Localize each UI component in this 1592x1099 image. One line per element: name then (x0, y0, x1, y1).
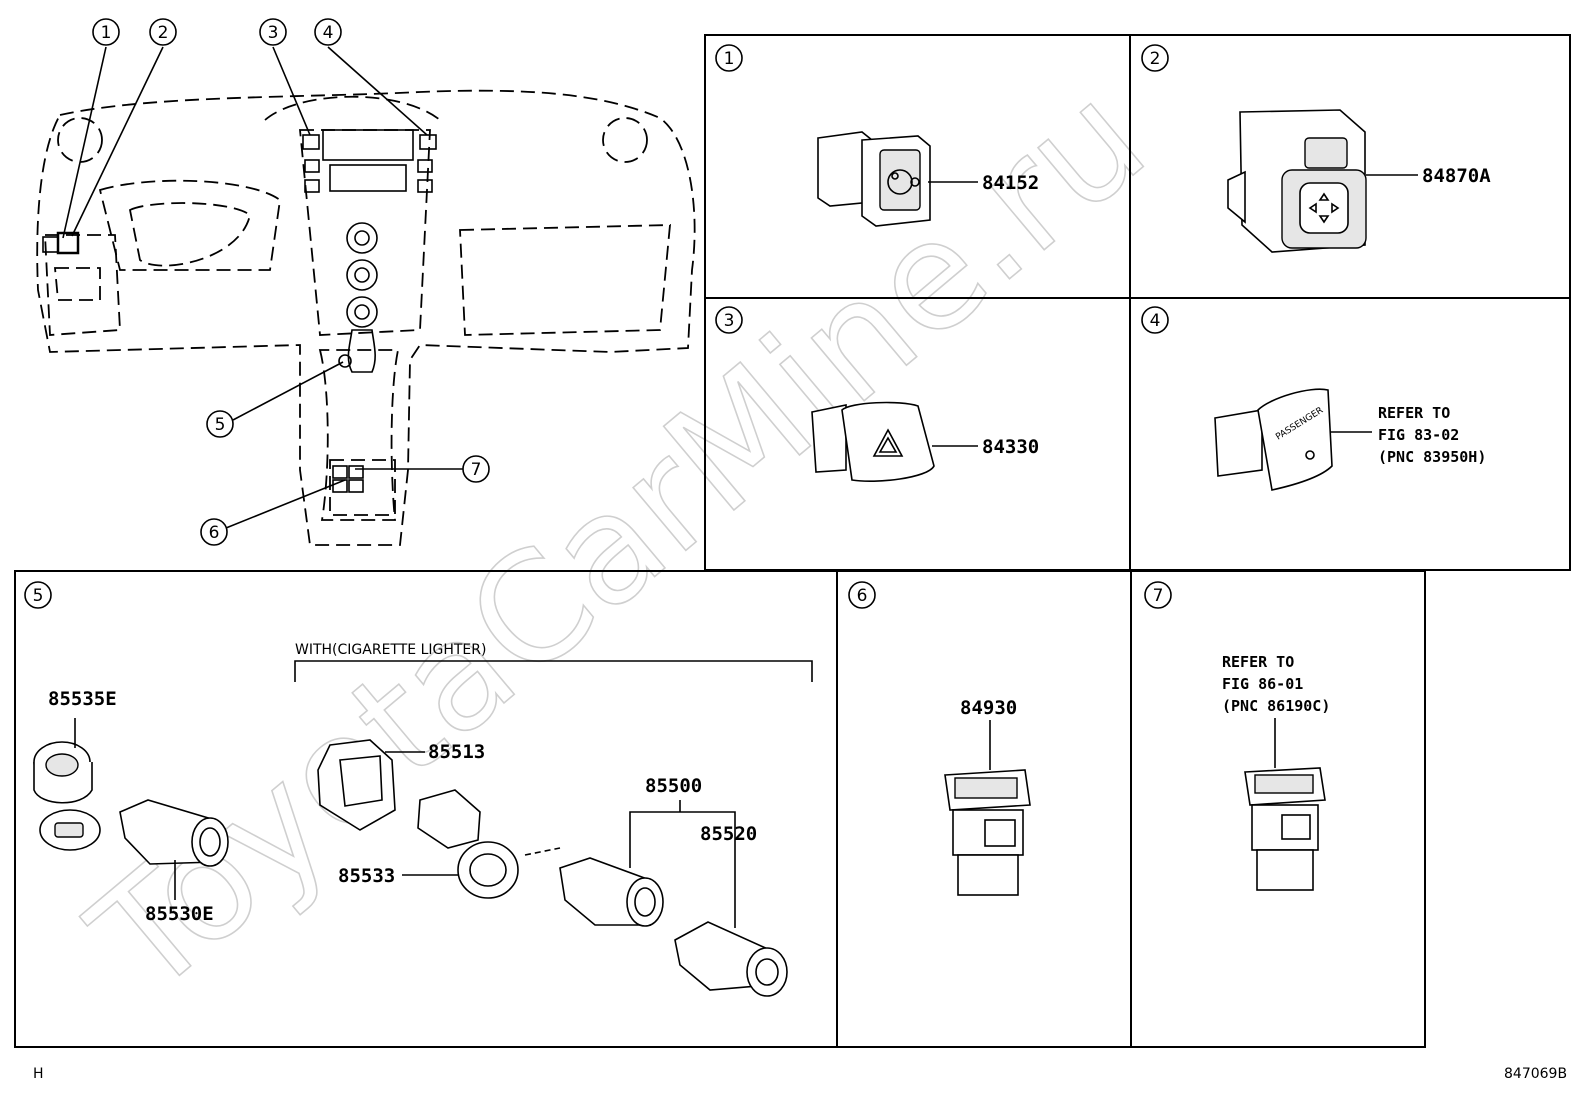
callout-4: 4 (314, 18, 342, 46)
part-number-85513: 85513 (428, 741, 485, 763)
panel-2-number: 2 (1150, 49, 1161, 69)
svg-text:3: 3 (268, 23, 279, 43)
lighter-socket-drawing (559, 857, 664, 927)
part-number-85533: 85533 (338, 865, 395, 887)
panel-6: 6 84930 (848, 581, 1031, 896)
panel-7-number: 7 (1153, 586, 1164, 606)
panel-4-number: 4 (1150, 311, 1161, 331)
panel-4-note-line-3: (PNC 83950H) (1378, 448, 1486, 466)
callout-2: 2 (149, 18, 177, 46)
panel-7-note-line-1: REFER TO (1222, 653, 1294, 671)
part-number-85500: 85500 (645, 775, 702, 797)
dashboard-overview (36, 89, 696, 546)
svg-text:4: 4 (323, 23, 334, 43)
svg-text:2: 2 (158, 23, 169, 43)
panel-6-number: 6 (857, 586, 868, 606)
part-number-85530E: 85530E (145, 903, 214, 925)
push-switch-drawing (944, 769, 1031, 896)
panel-7-note-line-2: FIG 86-01 (1222, 675, 1303, 693)
panel-4: 4 PASSENGER REFER TO FIG 83-02 (PNC 8395… (1141, 306, 1486, 491)
power-outlet-socket-drawing (119, 799, 229, 867)
part-number-84930: 84930 (960, 697, 1017, 719)
panel-3-number: 3 (724, 311, 735, 331)
cigarette-lighter-drawing (674, 921, 788, 997)
panel-1: 1 84152 (715, 44, 1039, 227)
panel-frames (14, 34, 1571, 1048)
with-cigarette-lighter-label: WITH(CIGARETTE LIGHTER) (295, 642, 486, 658)
remote-mirror-switch-drawing (1227, 109, 1367, 253)
socket-cover-drawing (33, 741, 101, 851)
hazard-switch-drawing (811, 401, 935, 483)
panel-2: 2 84870A (1141, 44, 1491, 253)
push-switch-7-drawing (1244, 767, 1326, 891)
panel-5: 5 WITH(CIGARETTE LIGHTER) 85535E 85530E … (24, 581, 813, 997)
panel-1-number: 1 (724, 49, 735, 69)
callout-5: 5 (206, 410, 234, 438)
panel-5-number: 5 (33, 586, 44, 606)
callout-7: 7 (462, 455, 490, 483)
svg-text:5: 5 (215, 415, 226, 435)
lighter-ring-drawing (417, 789, 519, 899)
svg-text:1: 1 (101, 23, 112, 43)
callout-1: 1 (92, 18, 120, 46)
svg-text:6: 6 (209, 523, 220, 543)
overview-callouts: 1 2 3 4 5 6 7 (62, 18, 490, 546)
panel-4-note-line-2: FIG 83-02 (1378, 426, 1459, 444)
passenger-airbag-indicator-drawing: PASSENGER (1214, 388, 1333, 491)
panel-3: 3 84330 (715, 306, 1039, 483)
panel-7-note-line-3: (PNC 86190C) (1222, 697, 1330, 715)
panel-4-note-line-1: REFER TO (1378, 404, 1450, 422)
svg-text:7: 7 (471, 460, 482, 480)
callout-3: 3 (259, 18, 287, 46)
part-number-84152: 84152 (982, 172, 1039, 194)
part-number-84870A: 84870A (1422, 165, 1491, 187)
part-number-85520: 85520 (700, 823, 757, 845)
callout-6: 6 (200, 518, 228, 546)
drawing-number: 847069B (1504, 1066, 1567, 1082)
mirror-switch-drawing (817, 131, 931, 227)
panel-7: 7 REFER TO FIG 86-01 (PNC 86190C) (1144, 581, 1330, 891)
lighter-bracket-drawing (317, 739, 396, 831)
footer-left-code: H (33, 1066, 44, 1082)
part-number-84330: 84330 (982, 436, 1039, 458)
part-number-85535E: 85535E (48, 688, 117, 710)
